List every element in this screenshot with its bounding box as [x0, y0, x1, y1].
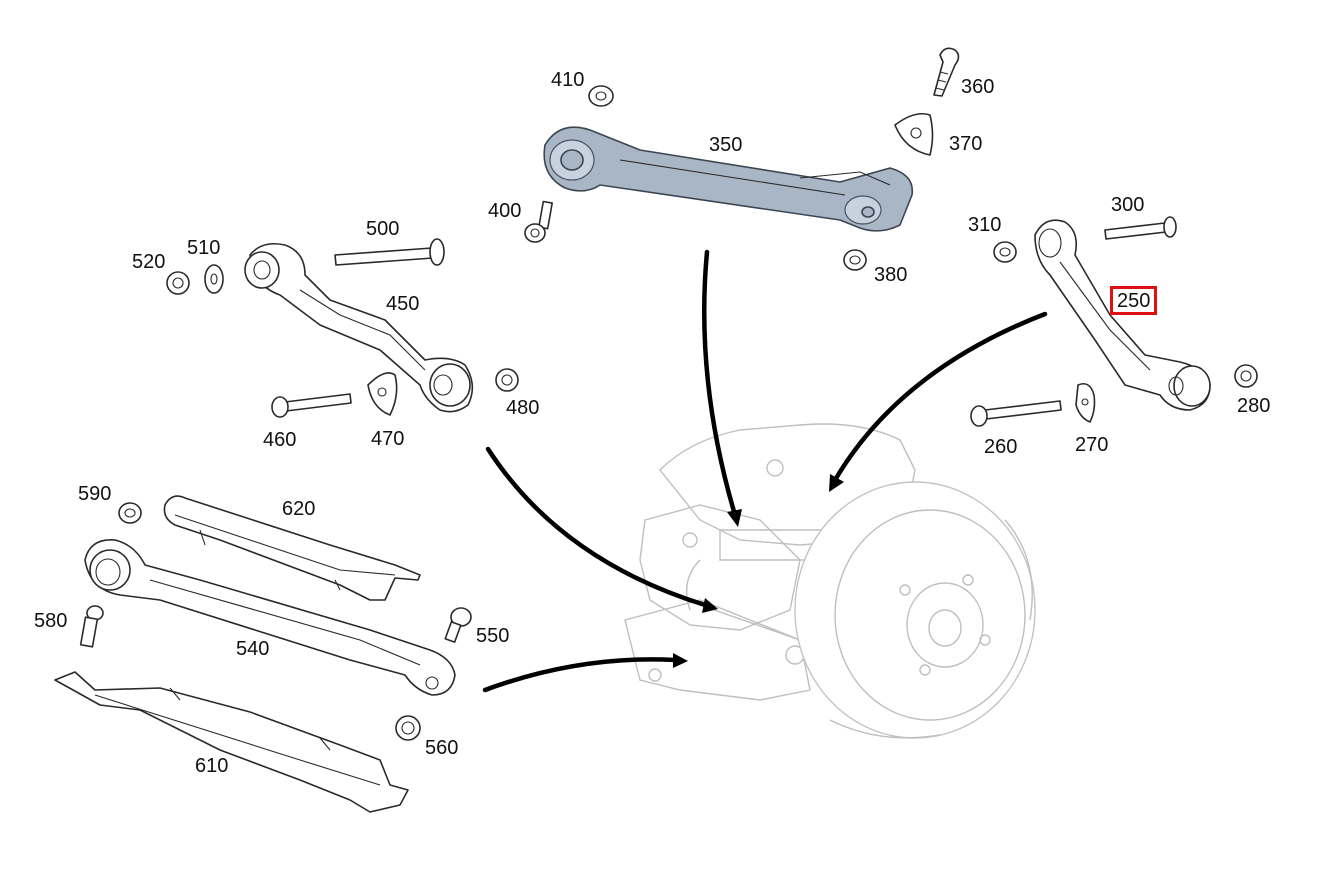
axle-carrier-ghost — [624, 423, 1036, 739]
nut-410 — [588, 85, 614, 107]
part-label-550[interactable]: 550 — [476, 625, 510, 647]
bolt-500 — [334, 238, 445, 266]
part-label-280[interactable]: 280 — [1237, 395, 1271, 417]
nut-590 — [118, 502, 142, 524]
nut-280 — [1234, 364, 1258, 388]
part-label-500[interactable]: 500 — [366, 218, 400, 240]
part-label-510[interactable]: 510 — [187, 237, 221, 259]
bolt-360 — [933, 47, 960, 97]
eccentric-washer-370 — [894, 112, 934, 156]
part-label-560[interactable]: 560 — [425, 737, 459, 759]
control-arm-540 — [84, 539, 456, 696]
part-label-350[interactable]: 350 — [709, 134, 743, 156]
part-label-590[interactable]: 590 — [78, 483, 112, 505]
bolt-460 — [271, 393, 352, 418]
part-label-300[interactable]: 300 — [1111, 194, 1145, 216]
part-label-610[interactable]: 610 — [195, 755, 229, 777]
part-label-310[interactable]: 310 — [968, 214, 1002, 236]
part-label-410[interactable]: 410 — [551, 69, 585, 91]
control-arm-250 — [1034, 219, 1211, 411]
part-label-520[interactable]: 520 — [132, 251, 166, 273]
assembly-arrows — [482, 249, 1048, 693]
part-label-270[interactable]: 270 — [1075, 434, 1109, 456]
bolt-260 — [970, 400, 1062, 427]
bolt-300 — [1104, 216, 1177, 240]
nut-480 — [495, 368, 519, 392]
nut-310 — [993, 241, 1017, 263]
control-arm-450 — [244, 242, 474, 413]
part-label-400[interactable]: 400 — [488, 200, 522, 222]
bolt-580 — [79, 605, 104, 648]
eccentric-washer-470 — [367, 372, 398, 416]
part-label-370[interactable]: 370 — [949, 133, 983, 155]
part-label-260[interactable]: 260 — [984, 436, 1018, 458]
cover-620 — [163, 495, 421, 601]
washer-510 — [204, 264, 224, 294]
part-label-470[interactable]: 470 — [371, 428, 405, 450]
part-label-580[interactable]: 580 — [34, 610, 68, 632]
part-label-380[interactable]: 380 — [874, 264, 908, 286]
cover-610 — [54, 671, 409, 813]
eccentric-washer-270 — [1075, 382, 1096, 423]
control-arm-350 — [543, 126, 914, 232]
nut-380 — [843, 249, 867, 271]
nut-560 — [395, 715, 421, 741]
bolt-550 — [444, 607, 472, 643]
part-label-460[interactable]: 460 — [263, 429, 297, 451]
part-label-540[interactable]: 540 — [236, 638, 270, 660]
part-label-450[interactable]: 450 — [386, 293, 420, 315]
bolt-400 — [524, 200, 553, 243]
nut-520 — [166, 271, 190, 295]
part-label-480[interactable]: 480 — [506, 397, 540, 419]
part-label-360[interactable]: 360 — [961, 76, 995, 98]
part-label-620[interactable]: 620 — [282, 498, 316, 520]
part-label-250-highlighted[interactable]: 250 — [1110, 286, 1158, 315]
